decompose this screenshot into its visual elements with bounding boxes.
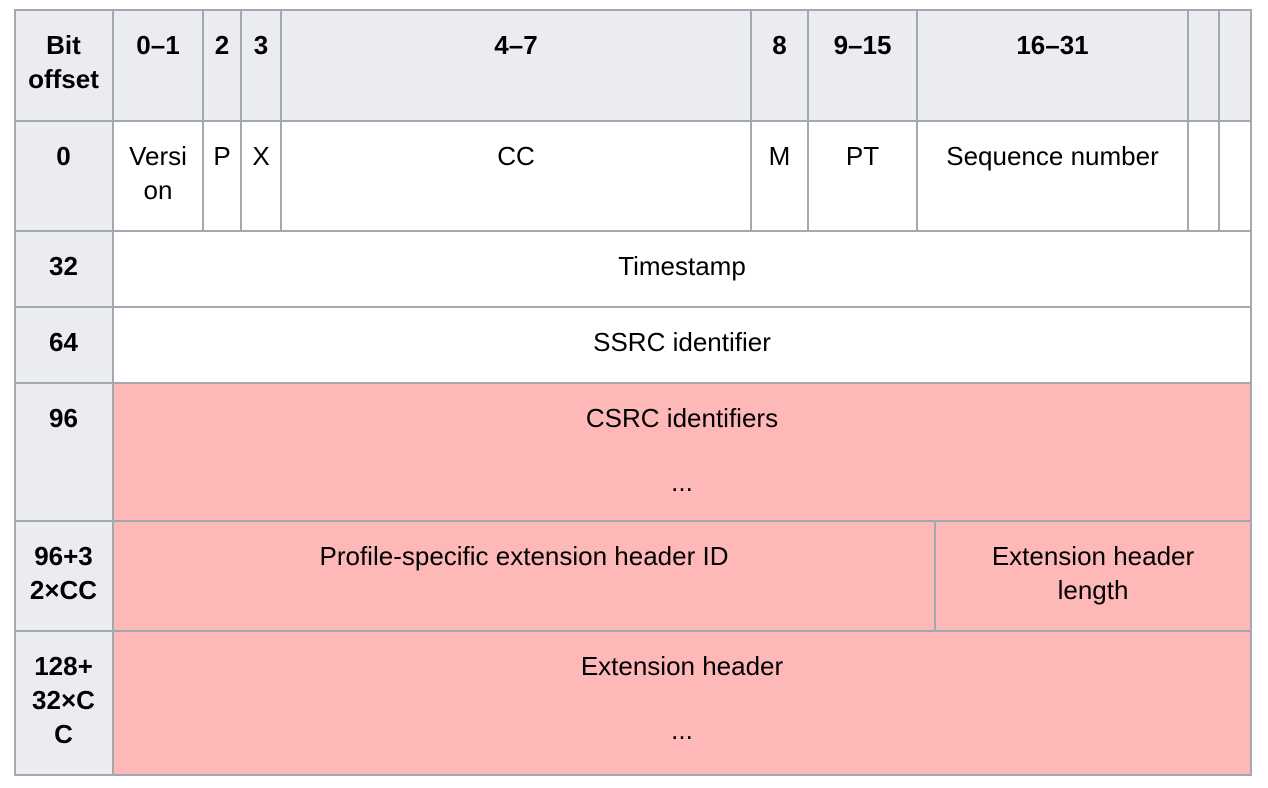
field-csrc-identifiers: CSRC identifiers ... xyxy=(113,383,1251,521)
border-outer-right xyxy=(1250,9,1252,776)
header-bit-3: 3 xyxy=(241,10,281,121)
field-extension-length: Extension header length xyxy=(935,521,1251,631)
col-line xyxy=(807,9,809,232)
csrc-label: CSRC identifiers xyxy=(585,403,779,433)
csrc-ellipsis: ... xyxy=(671,467,693,497)
field-extension-header: Extension header ... xyxy=(113,631,1251,775)
header-bits-9-15: 9–15 xyxy=(808,10,917,121)
offset-0: 0 xyxy=(14,121,113,231)
col-line xyxy=(1218,9,1220,232)
row-line xyxy=(14,630,1252,632)
extension-header-label: Extension header xyxy=(580,651,784,681)
col-line xyxy=(934,520,936,632)
col-line xyxy=(112,9,114,776)
col-line xyxy=(240,9,242,232)
col-line xyxy=(916,9,918,232)
field-timestamp: Timestamp xyxy=(113,231,1251,307)
col-line xyxy=(202,9,204,232)
field-ssrc: SSRC identifier xyxy=(113,307,1251,383)
field-padding: P xyxy=(203,121,241,231)
field-profile-extension-id: Profile-specific extension header ID xyxy=(113,521,935,631)
col-line xyxy=(1187,9,1189,232)
empty-cell-1 xyxy=(1188,121,1219,231)
header-bits-0-1: 0–1 xyxy=(113,10,203,121)
field-csrc-count: CC xyxy=(281,121,751,231)
field-sequence-number: Sequence number xyxy=(917,121,1188,231)
header-bit-offset: Bit offset xyxy=(14,10,113,121)
field-marker: M xyxy=(751,121,808,231)
row-line xyxy=(14,382,1252,384)
offset-96: 96 xyxy=(14,383,113,521)
col-line xyxy=(750,9,752,232)
header-bits-16-31: 16–31 xyxy=(917,10,1188,121)
row-line xyxy=(14,120,1252,122)
header-bit-8: 8 xyxy=(751,10,808,121)
border-outer-top xyxy=(14,9,1252,11)
field-payload-type: PT xyxy=(808,121,917,231)
field-extension: X xyxy=(241,121,281,231)
header-bits-4-7: 4–7 xyxy=(281,10,751,121)
offset-32: 32 xyxy=(14,231,113,307)
row-line xyxy=(14,230,1252,232)
offset-64: 64 xyxy=(14,307,113,383)
extension-header-ellipsis: ... xyxy=(671,715,693,745)
header-bit-2: 2 xyxy=(203,10,241,121)
empty-cell-2 xyxy=(1219,121,1251,231)
col-line xyxy=(280,9,282,232)
header-empty-1 xyxy=(1188,10,1219,121)
header-empty-2 xyxy=(1219,10,1251,121)
offset-128-32cc: 128+ 32×C C xyxy=(14,631,113,775)
field-version: Versi on xyxy=(113,121,203,231)
border-outer-left xyxy=(14,9,16,776)
border-outer-bottom xyxy=(14,774,1252,776)
offset-96-32cc: 96+3 2×CC xyxy=(14,521,113,631)
row-line xyxy=(14,520,1252,522)
row-line xyxy=(14,306,1252,308)
